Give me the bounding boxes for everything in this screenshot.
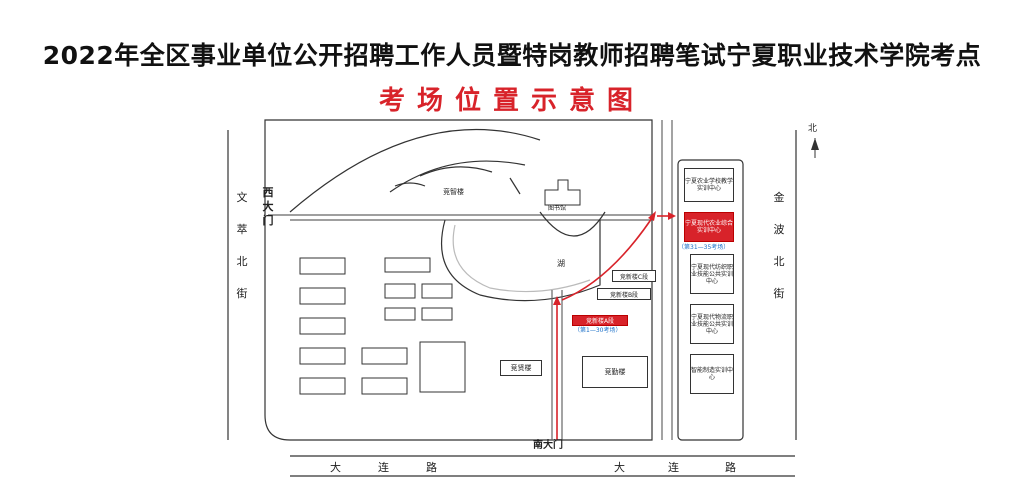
jingzhi-building-label: 竞智楼 — [443, 188, 464, 196]
library-arc — [539, 211, 606, 237]
jingxin-b-building: 竞新楼B段 — [597, 288, 651, 300]
east-building-3: 宁夏现代纺织职业技能公共实训中心 — [690, 254, 734, 294]
bottom-street-left-1: 大 — [330, 461, 341, 474]
bottom-street-right-2: 连 — [668, 461, 679, 474]
west-buildings — [299, 257, 466, 395]
bottom-street-left-2: 连 — [378, 461, 389, 474]
library-building — [544, 179, 581, 206]
east-building-2-rooms: （第31—35考场） — [678, 244, 730, 251]
jingqin-building: 竞勤楼 — [582, 356, 648, 388]
west-gate-label: 西大门 — [262, 186, 274, 227]
east-building-5: 智能制造实训中心 — [690, 354, 734, 394]
bottom-street-right-3: 路 — [725, 461, 736, 474]
jingxian-building: 竞贤楼 — [500, 360, 542, 376]
map-subtitle: 考场位置示意图 — [378, 86, 645, 116]
lake-outline — [441, 219, 601, 302]
north-arc-outer — [289, 128, 541, 213]
bottom-street-right-1: 大 — [614, 461, 625, 474]
compass-north-label: 北 — [808, 124, 818, 134]
left-street-label: 文萃北街 — [236, 191, 248, 300]
compass-arrow — [811, 138, 819, 150]
east-building-2: 宁夏现代农业综合实训中心 — [684, 212, 734, 242]
library-label: 图书馆 — [548, 205, 567, 212]
jingxin-a-building: 竞新楼A段 — [572, 315, 628, 326]
east-building-4: 宁夏现代物流职业技能公共实训中心 — [690, 304, 734, 344]
jingxin-a-rooms: （第1—30考场） — [574, 327, 622, 334]
route-arrows — [553, 211, 676, 305]
lake-label: 湖 — [557, 259, 565, 268]
jingxin-c-building: 竞新楼C段 — [612, 270, 656, 282]
map-title: 2022年全区事业单位公开招聘工作人员暨特岗教师招聘笔试宁夏职业技术学院考点 — [42, 41, 982, 70]
bottom-street-left-3: 路 — [426, 461, 437, 474]
south-gate-label: 南大门 — [533, 440, 563, 451]
campus-outline — [264, 119, 653, 441]
east-building-1: 宁夏农业学校教学实训中心 — [684, 168, 734, 202]
right-street-label: 金波北街 — [773, 191, 785, 300]
